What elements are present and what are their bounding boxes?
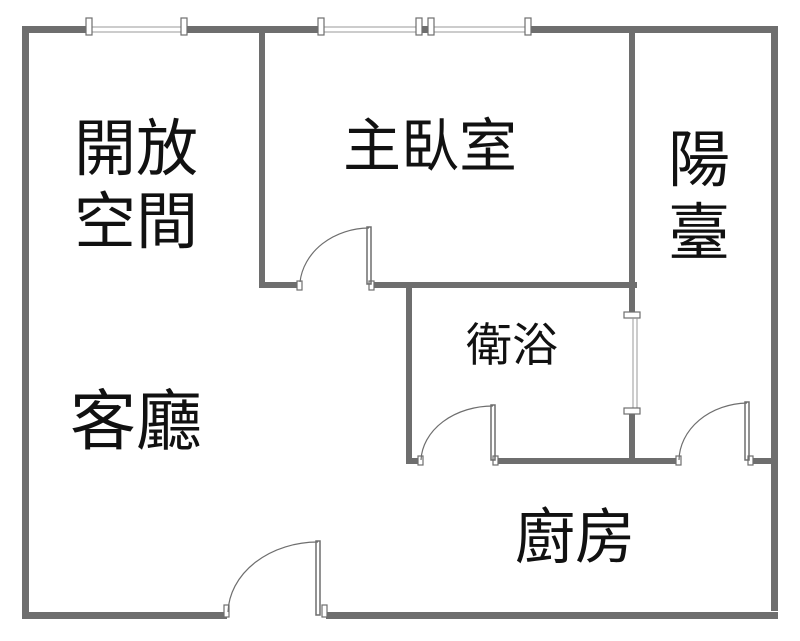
window-top-left: [85, 17, 188, 36]
wall-bathroom-left: [406, 282, 412, 464]
wall-bedroom-bottom-right: [372, 282, 637, 288]
outer-wall-left: [22, 26, 29, 619]
living-room-label: 客廳: [70, 383, 202, 460]
window-top-right: [427, 17, 532, 36]
wall-balcony-left-lower: [629, 412, 635, 464]
outer-wall-right: [771, 26, 778, 611]
outer-wall-bottom-right: [326, 612, 778, 619]
open-space-label: 開放 空間: [74, 112, 199, 259]
bedroom-door: [296, 226, 375, 291]
bathroom-label: 衛浴: [466, 318, 558, 372]
wall-balcony-bottom-stub: [750, 458, 778, 464]
master-bedroom-label: 主臥室: [343, 112, 518, 180]
kitchen-label: 廚房: [515, 503, 635, 573]
entrance-door: [223, 540, 328, 618]
bathroom-door: [417, 404, 499, 466]
wall-bathroom-bottom: [497, 458, 678, 464]
wall-bathroom-bottom-stub: [406, 458, 420, 464]
outer-wall-bottom-left: [22, 612, 227, 619]
wall-bedroom-bottom-left: [259, 282, 299, 288]
balcony-door: [675, 401, 754, 466]
sliding-door-balcony: [623, 311, 641, 415]
wall-bedroom-left: [259, 26, 265, 288]
balcony-label: 陽 臺: [668, 123, 731, 270]
window-top-middle: [317, 17, 423, 36]
wall-balcony-left-upper: [629, 26, 635, 314]
